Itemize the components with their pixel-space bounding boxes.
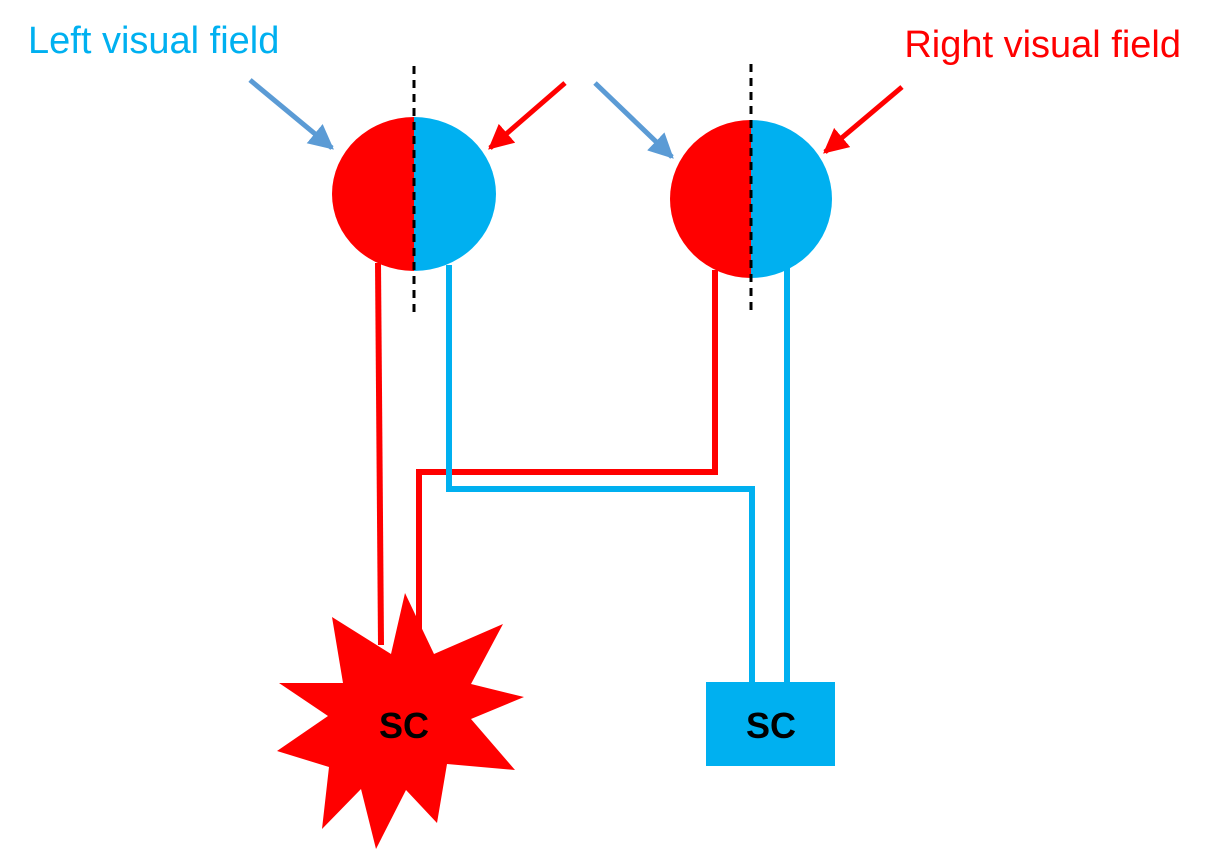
right-eye-red-pathway (416, 270, 718, 645)
left-eye-blue-pathway (446, 265, 755, 684)
left-eye-icon (332, 117, 496, 271)
left-eye-red-pathway (375, 262, 384, 646)
right-eye-blue-half (751, 120, 832, 278)
right-sc-label: SC (746, 705, 796, 746)
right-eye-icon (670, 120, 832, 278)
right-field-arrow-to-right-eye (823, 85, 904, 154)
left-visual-field-label: Left visual field (28, 20, 280, 62)
right-visual-field-label: Right visual field (904, 24, 1181, 66)
left-sc-label: SC (379, 705, 429, 746)
left-field-arrow-to-right-eye (593, 81, 674, 159)
left-field-arrow-to-left-eye (248, 78, 334, 150)
left-eye-red-half (332, 117, 414, 271)
right-field-arrow-to-left-eye (488, 81, 567, 150)
left-sc-starburst-icon (277, 593, 524, 849)
right-eye-red-half (670, 120, 751, 278)
right-sc-rectangle-icon (706, 682, 835, 766)
left-eye-blue-half (414, 117, 496, 271)
